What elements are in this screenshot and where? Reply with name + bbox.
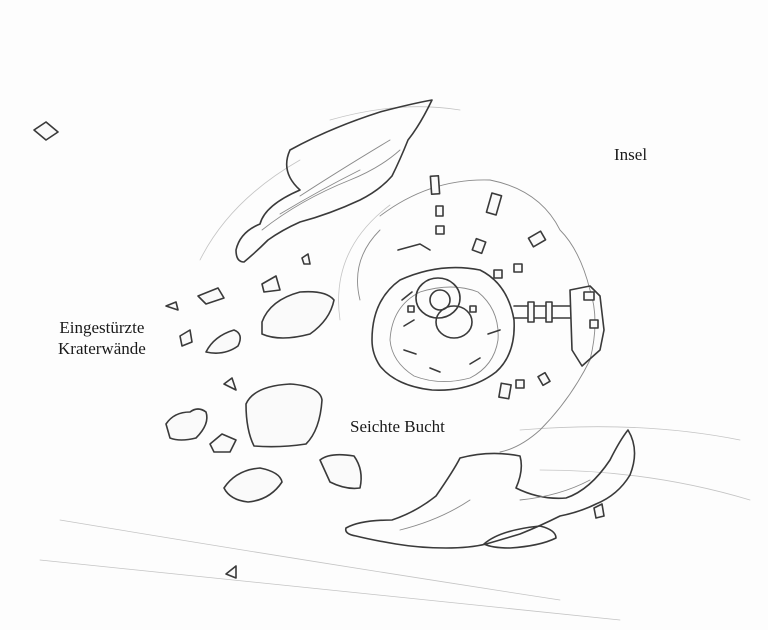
paper-hatching [39, 106, 751, 621]
label-collapsed-walls-line2: Kraterwände [58, 339, 146, 358]
fortress-wall-segments [397, 174, 551, 400]
central-citadel [371, 266, 515, 391]
island-outline [338, 179, 596, 453]
south-crater-rim [344, 429, 636, 549]
label-island: Insel [614, 145, 648, 164]
collapsed-wall-rocks [33, 121, 605, 579]
label-collapsed-walls-line1: Eingestürzte [59, 318, 145, 337]
north-crater-rim [235, 99, 433, 263]
east-causeway [513, 285, 605, 367]
label-shallow-bay: Seichte Bucht [350, 417, 445, 436]
label-collapsed-crater-walls: Eingestürzte Kraterwände [58, 317, 146, 359]
